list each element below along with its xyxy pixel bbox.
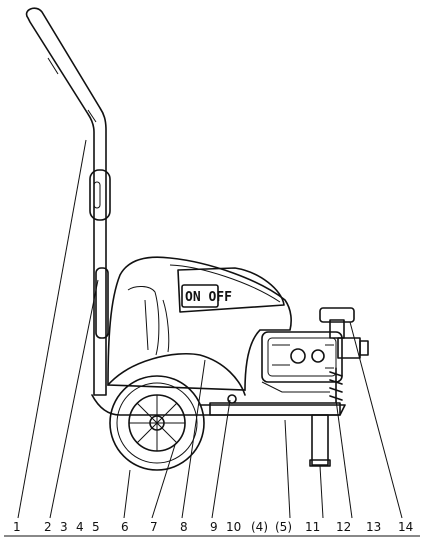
callout-13: 13 bbox=[366, 520, 381, 534]
callout-9: 9 bbox=[210, 520, 218, 534]
callout-p4: (4) bbox=[251, 520, 268, 534]
callout-14: 14 bbox=[398, 520, 413, 534]
callout-8: 8 bbox=[180, 520, 188, 534]
switch-label: ON OFF bbox=[185, 290, 232, 305]
pump bbox=[261, 307, 369, 403]
callout-1: 1 bbox=[13, 520, 21, 534]
pressure-gauge bbox=[319, 307, 355, 323]
callout-12: 12 bbox=[336, 520, 351, 534]
callout-3: 3 bbox=[60, 520, 68, 534]
callout-labels: 1 2 3 4 5 6 7 8 9 10 (4) (5) 11 12 13 14 bbox=[13, 520, 413, 534]
callout-2: 2 bbox=[44, 520, 52, 534]
switch-panel bbox=[181, 284, 219, 308]
callout-7: 7 bbox=[150, 520, 158, 534]
motor-cover: ON OFF bbox=[107, 256, 292, 396]
callout-10: 10 bbox=[226, 520, 241, 534]
callout-5: 5 bbox=[92, 520, 100, 534]
callout-6: 6 bbox=[121, 520, 129, 534]
callout-4: 4 bbox=[76, 520, 84, 534]
callout-p5: (5) bbox=[275, 520, 292, 534]
wheel bbox=[109, 375, 205, 471]
leader-lines bbox=[17, 139, 403, 519]
handle bbox=[25, 7, 111, 396]
callout-11: 11 bbox=[305, 520, 320, 534]
